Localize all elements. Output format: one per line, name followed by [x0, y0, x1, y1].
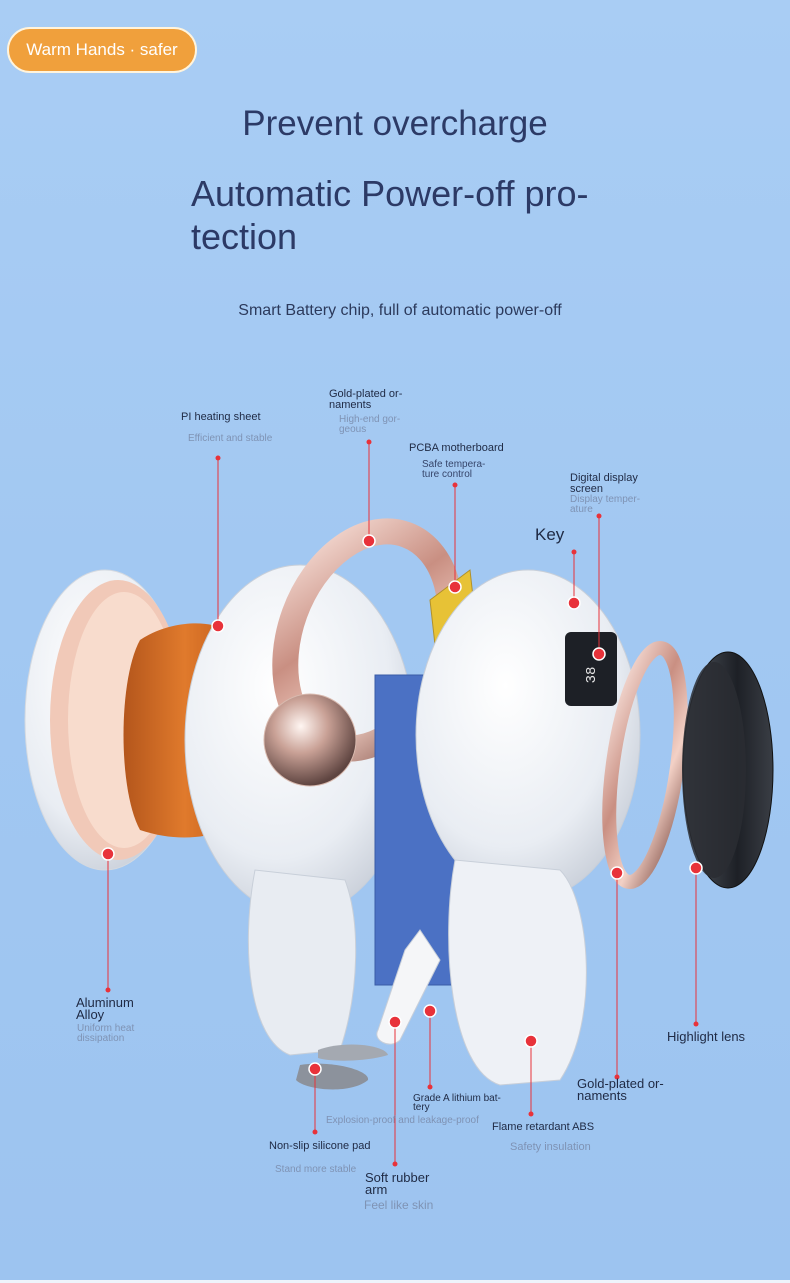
label-silicone-pad: Non-slip silicone pad — [269, 1140, 371, 1152]
front-white-shell: 38 — [415, 569, 641, 1086]
label-pi-heating-sheet: PI heating sheet — [181, 411, 261, 423]
label-digital-display: Digital display screen — [570, 472, 638, 495]
desc-flame-retardant-abs: Safety insulation — [510, 1141, 591, 1153]
label-gold-ornaments-top: Gold-plated or-naments — [329, 388, 403, 411]
label-pcba-motherboard: PCBA motherboard — [409, 442, 504, 454]
desc-gold-ornaments-top: High-end gor-geous — [339, 414, 401, 435]
label-highlight-lens: Highlight lens — [667, 1029, 746, 1044]
desc-pi-heating-sheet: Efficient and stable — [188, 433, 273, 444]
gold-ornament-ring-front — [602, 641, 688, 889]
desc-soft-rubber-arm: Feel like skin — [364, 1198, 434, 1212]
bottom-border — [0, 1280, 790, 1283]
label-gold-ornaments-bottom: Gold-plated or-naments — [577, 1076, 664, 1103]
silicone-pad — [296, 1063, 369, 1090]
leader-lines — [107, 442, 697, 1164]
desc-silicone-pad: Stand more stable — [275, 1164, 357, 1175]
desc-digital-display: Display temper-ature — [570, 494, 641, 515]
label-flame-retardant-abs: Flame retardant ABS — [492, 1121, 595, 1133]
subtitle-smart-battery: Smart Battery chip, full of automatic po… — [238, 302, 562, 319]
label-key: Key — [535, 525, 565, 544]
desc-lithium-battery: Explosion-proof and leakage-proof — [326, 1115, 479, 1126]
warm-hands-badge: Warm Hands · safer — [7, 27, 197, 73]
display-readout: 38 — [584, 667, 600, 684]
headline-auto-power-off: Automatic Power-off pro-tection — [191, 173, 589, 257]
desc-aluminum-alloy: Uniform heat dissipation — [77, 1023, 135, 1044]
line-end-dots — [105, 439, 699, 1167]
label-lithium-battery: Grade A lithium bat-tery — [413, 1093, 501, 1113]
headline-prevent-overcharge: Prevent overcharge — [242, 104, 548, 143]
marker-dots — [101, 534, 703, 1076]
desc-pcba-motherboard: Safe tempera-ture control — [422, 459, 486, 480]
label-soft-rubber-arm: Soft rubber arm — [365, 1170, 430, 1197]
label-aluminum-alloy: Aluminum Alloy — [76, 995, 134, 1022]
chrome-knob — [263, 693, 357, 787]
soft-rubber-arm — [376, 929, 441, 1045]
highlight-lens — [682, 651, 774, 889]
silicone-pad — [318, 1044, 388, 1061]
